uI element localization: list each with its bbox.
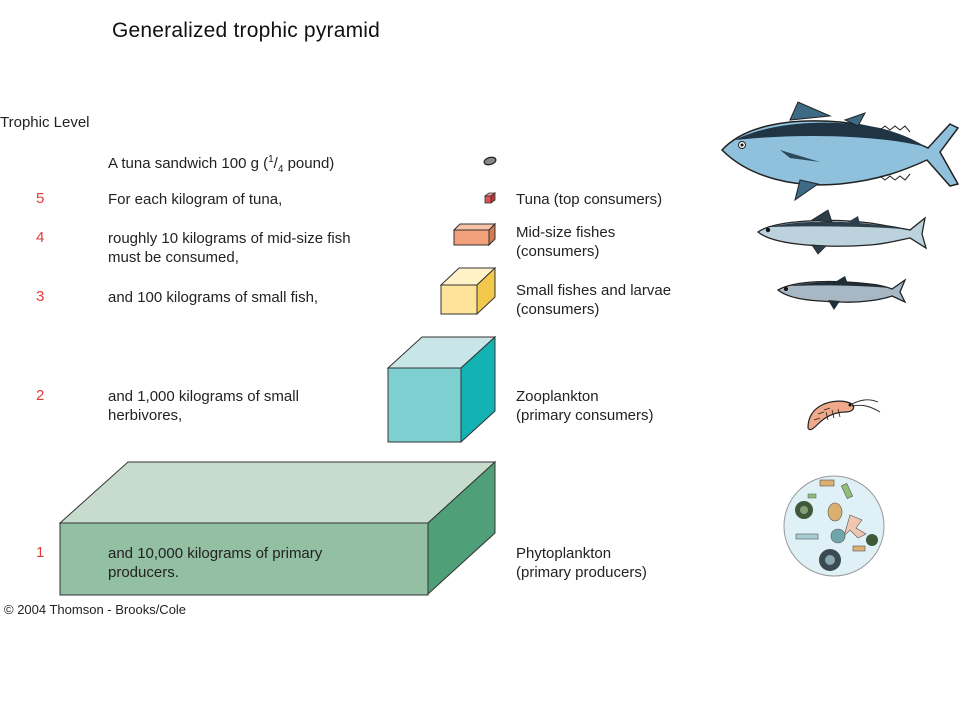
trophic-level-header: Trophic Level [0,114,90,131]
level-1-organism: Phytoplankton (primary producers) [516,545,647,581]
zooplankton-block [386,335,497,444]
level-2-organism: Zooplankton (primary consumers) [516,388,654,424]
sandwich-description: A tuna sandwich 100 g (1/4 pound) [108,154,335,175]
small-fish-block [439,266,497,316]
level-number-1: 1 [36,544,45,561]
level-number-2: 2 [36,387,45,404]
level-2-description: and 1,000 kilograms of small herbivores, [108,388,299,424]
page-title: Generalized trophic pyramid [112,19,381,42]
tuna-block [483,192,497,204]
shrimp-icon [807,399,881,431]
level-number-3: 3 [36,288,45,305]
level-4-description: roughly 10 kilograms of mid-size fish mu… [108,230,351,266]
midsize-fish-block [452,222,497,247]
phytoplankton-block [58,460,497,596]
level-number-5: 5 [36,190,45,207]
phytoplankton-icon [783,475,885,577]
level-5-description: For each kilogram of tuna, [108,191,283,208]
level-1-description: and 10,000 kilograms of primary producer… [108,545,323,581]
level-4-organism: Mid-size fishes (consumers) [516,224,616,260]
copyright: © 2004 Thomson - Brooks/Cole [4,602,187,617]
sandwich-icon [483,156,497,166]
level-5-organism: Tuna (top consumers) [516,191,663,208]
level-number-4: 4 [36,229,45,246]
mackerel-icon [756,209,928,255]
level-3-organism: Small fishes and larvae (consumers) [516,282,672,318]
tuna-icon [720,101,960,202]
level-3-description: and 100 kilograms of small fish, [108,289,319,306]
anchovy-icon [776,276,907,310]
